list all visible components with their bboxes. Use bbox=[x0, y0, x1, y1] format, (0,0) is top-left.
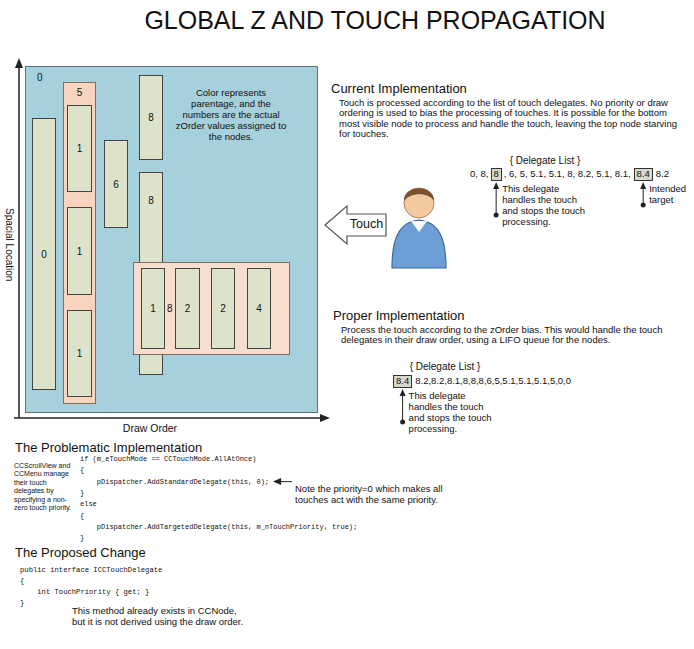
section-heading: The Proposed Change bbox=[15, 546, 275, 561]
side-note: CCScrollView and CCMenu manage their tou… bbox=[14, 462, 76, 512]
list-heading: { Delegate List } bbox=[370, 361, 520, 373]
section-heading: Proper Implementation bbox=[333, 309, 593, 324]
highlighted-delegate: 8.4 bbox=[393, 375, 412, 388]
delegate-list: 0, 8, bbox=[470, 169, 489, 180]
node-box: 6 bbox=[104, 140, 128, 228]
code-line: public interface ICCTouchDelegate bbox=[20, 566, 162, 574]
note: Note the priority=0 which makes all touc… bbox=[295, 484, 473, 506]
arrowhead bbox=[640, 182, 646, 189]
code-line: { bbox=[20, 577, 24, 585]
list-heading: { Delegate List } bbox=[470, 155, 620, 167]
zorder-number: 1 bbox=[77, 348, 83, 359]
touch-arrow bbox=[325, 206, 386, 244]
code-line: if (m_eTouchMode == CCTouchMode.AllAtOnc… bbox=[80, 455, 256, 463]
section-heading: The Problematic Implementation bbox=[15, 441, 275, 456]
note: This method already exists in CCNode, bu… bbox=[72, 606, 247, 628]
axis-label: Draw Order bbox=[110, 422, 190, 434]
zorder-number: 0 bbox=[37, 72, 43, 83]
node-box: 1 bbox=[67, 207, 92, 295]
delegate-list: , 6, 5, 5.1, 5.1, 8, 8.2, 5.1, 8.1, bbox=[504, 169, 631, 180]
node-box: 2 bbox=[175, 268, 200, 349]
node-box: 1 bbox=[67, 105, 92, 192]
section-heading: Current Implementation bbox=[331, 82, 591, 97]
parent-panel: 81 2 2 4 bbox=[133, 262, 290, 355]
code-line: } bbox=[80, 534, 84, 542]
body-text: Process the touch according to the zOrde… bbox=[341, 325, 689, 346]
arrow-label: Touch bbox=[348, 217, 385, 231]
annotation: This delegate handles the touch and stop… bbox=[502, 184, 592, 228]
delegate-list: 8.2 bbox=[656, 169, 669, 180]
arrowhead bbox=[493, 182, 499, 189]
highlighted-delegate: 8.4 bbox=[634, 168, 653, 181]
delegate-list: 8.2,8.2,8.1,8,8,8,6,5,5.1,5.1,5.1,5,0,0 bbox=[415, 376, 571, 387]
axis-arrowhead bbox=[15, 58, 23, 68]
node-box: 8 bbox=[139, 75, 163, 160]
y-axis bbox=[18, 66, 20, 418]
person-collar bbox=[411, 221, 427, 232]
leader-dot bbox=[641, 202, 646, 207]
zorder-number: 1 bbox=[77, 246, 83, 257]
zorder-number: 5 bbox=[77, 87, 83, 98]
zorder-number: 8 bbox=[148, 112, 154, 123]
code-line: } bbox=[80, 489, 84, 497]
leader-dot bbox=[494, 212, 499, 217]
zorder-number: 8 bbox=[148, 195, 154, 206]
code-line: int TouchPriority { get; } bbox=[20, 588, 149, 596]
leader-line bbox=[496, 187, 497, 215]
code-line: } bbox=[20, 599, 24, 607]
note: Color represents parentage, and the numb… bbox=[172, 88, 290, 143]
zorder-number: 0 bbox=[41, 249, 47, 260]
axis-label: Spacial Location bbox=[3, 200, 15, 290]
x-axis bbox=[14, 417, 322, 419]
axis-arrowhead bbox=[320, 414, 330, 422]
node-box: 1 bbox=[67, 310, 92, 397]
leader-line bbox=[280, 481, 292, 482]
code-line: { bbox=[80, 512, 84, 520]
zorder-number: 4 bbox=[256, 303, 262, 314]
zorder-number: 8 bbox=[167, 303, 173, 314]
annotation: This delegate handles the touch and stop… bbox=[409, 391, 499, 435]
diagram-title: GLOBAL Z AND TOUCH PROPAGATION bbox=[80, 6, 670, 35]
body-text: Touch is processed according to the list… bbox=[339, 98, 689, 140]
node-box: 2 bbox=[211, 268, 235, 349]
zorder-number: 2 bbox=[185, 303, 191, 314]
zorder-number: 2 bbox=[220, 303, 226, 314]
person-head bbox=[404, 188, 434, 218]
node-box: 4 bbox=[247, 268, 271, 349]
arrowhead bbox=[273, 478, 281, 485]
code-line: { bbox=[80, 466, 84, 474]
zorder-number: 1 bbox=[150, 303, 156, 314]
code-line: pDispatcher.AddTargetedDelegate(this, m_… bbox=[80, 523, 357, 531]
zorder-number: 6 bbox=[113, 179, 119, 190]
person-body bbox=[392, 220, 446, 268]
leader-dot bbox=[400, 419, 405, 424]
node-box: 1 bbox=[141, 268, 165, 349]
code-line: else bbox=[80, 500, 97, 508]
code-line: pDispatcher.AddStandardDelegate(this, 0)… bbox=[80, 478, 269, 486]
parent-panel: 5 1 1 1 bbox=[63, 82, 96, 404]
person-hair bbox=[404, 188, 434, 201]
highlighted-delegate: 8 bbox=[491, 168, 502, 181]
leader-line bbox=[402, 394, 403, 422]
leader-line bbox=[643, 187, 644, 205]
arrowhead bbox=[400, 389, 406, 396]
annotation: Intended target bbox=[649, 184, 694, 206]
zorder-number: 1 bbox=[77, 143, 83, 154]
node-box: 0 bbox=[32, 118, 56, 390]
